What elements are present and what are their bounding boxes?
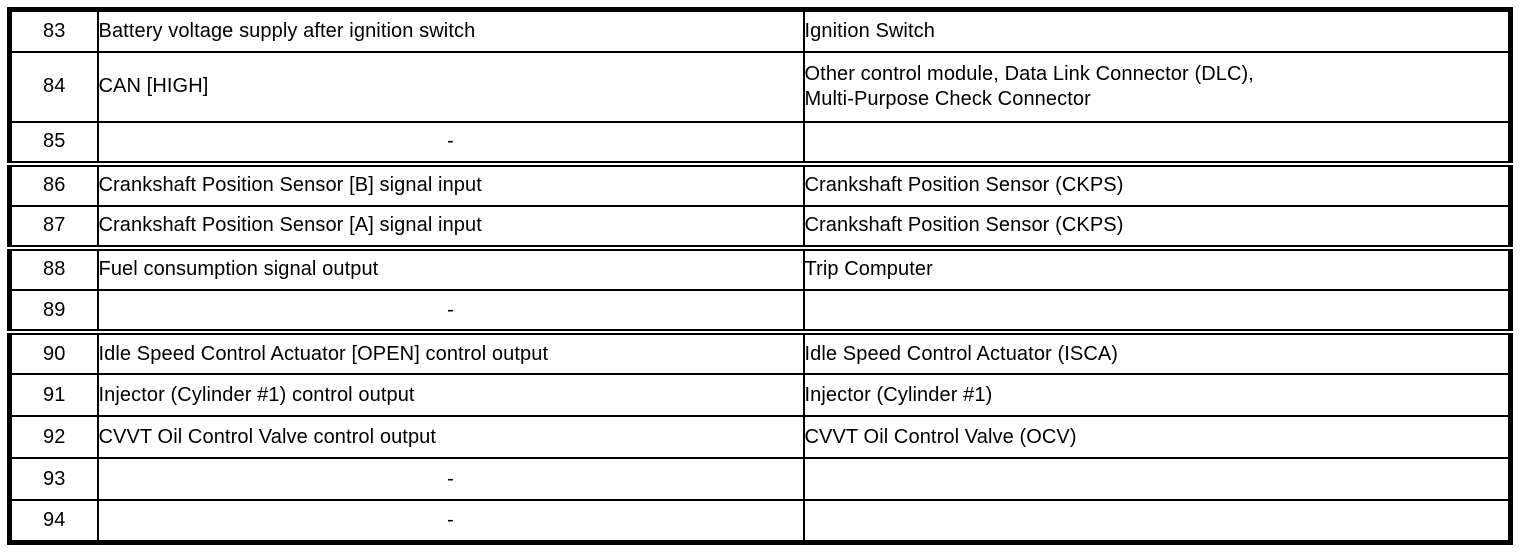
table-row-86: 86 Crankshaft Position Sensor [B] signal… (8, 162, 1512, 207)
table-row-92: 92 CVVT Oil Control Valve control output… (8, 415, 1512, 460)
pin-description: Fuel consumption signal output (96, 246, 805, 292)
table-row-87: 87 Crankshaft Position Sensor [A] signal… (8, 204, 1512, 251)
pin-connected-to: Crankshaft Position Sensor (CKPS) (802, 204, 1512, 251)
table-row-84: 84 CAN [HIGH] Other control module, Data… (8, 50, 1512, 123)
table-row-93: 93 - (8, 457, 1512, 502)
pin-description: - (96, 499, 805, 544)
pin-connected-to: Idle Speed Control Actuator (ISCA) (802, 331, 1512, 376)
pin-description: - (96, 289, 805, 336)
pin-number: 91 (8, 373, 99, 418)
table-row-85: 85 - (8, 120, 1512, 167)
pin-number: 88 (8, 246, 99, 292)
pin-connected-to: Ignition Switch (802, 8, 1512, 53)
pin-number: 92 (8, 415, 99, 460)
pin-number: 89 (8, 289, 99, 336)
table-row-94: 94 - (8, 499, 1512, 544)
pin-connected-to (802, 120, 1512, 167)
pin-description: Crankshaft Position Sensor [A] signal in… (96, 204, 805, 251)
pin-number: 90 (8, 331, 99, 376)
pin-number: 85 (8, 120, 99, 167)
pin-connected-to: Injector (Cylinder #1) (802, 373, 1512, 418)
pin-table-body: 83 Battery voltage supply after ignition… (8, 8, 1512, 544)
table-row-89: 89 - (8, 289, 1512, 336)
pin-description: Idle Speed Control Actuator [OPEN] contr… (96, 331, 805, 376)
pin-number: 83 (8, 8, 99, 53)
pin-number: 87 (8, 204, 99, 251)
table-row-91: 91 Injector (Cylinder #1) control output… (8, 373, 1512, 418)
pin-connected-to (802, 457, 1512, 502)
pin-connected-to: Trip Computer (802, 246, 1512, 292)
table-row-90: 90 Idle Speed Control Actuator [OPEN] co… (8, 331, 1512, 376)
pin-description: - (96, 120, 805, 167)
pin-number: 94 (8, 499, 99, 544)
pin-description: - (96, 457, 805, 502)
pin-description: CVVT Oil Control Valve control output (96, 415, 805, 460)
pin-connected-to (802, 289, 1512, 336)
pin-description: Injector (Cylinder #1) control output (96, 373, 805, 418)
pin-number: 86 (8, 162, 99, 207)
pin-number: 84 (8, 50, 99, 123)
pin-connected-to: CVVT Oil Control Valve (OCV) (802, 415, 1512, 460)
pin-description: Crankshaft Position Sensor [B] signal in… (96, 162, 805, 207)
pin-description: CAN [HIGH] (96, 50, 805, 123)
table-row-83: 83 Battery voltage supply after ignition… (8, 8, 1512, 53)
pin-connected-to: Other control module, Data Link Connecto… (802, 50, 1512, 123)
pin-number: 93 (8, 457, 99, 502)
pin-connected-to: Crankshaft Position Sensor (CKPS) (802, 162, 1512, 207)
pin-description: Battery voltage supply after ignition sw… (96, 8, 805, 53)
connector-pin-table: 83 Battery voltage supply after ignition… (7, 7, 1513, 545)
table-row-88: 88 Fuel consumption signal output Trip C… (8, 246, 1512, 292)
pin-connected-to (802, 499, 1512, 544)
